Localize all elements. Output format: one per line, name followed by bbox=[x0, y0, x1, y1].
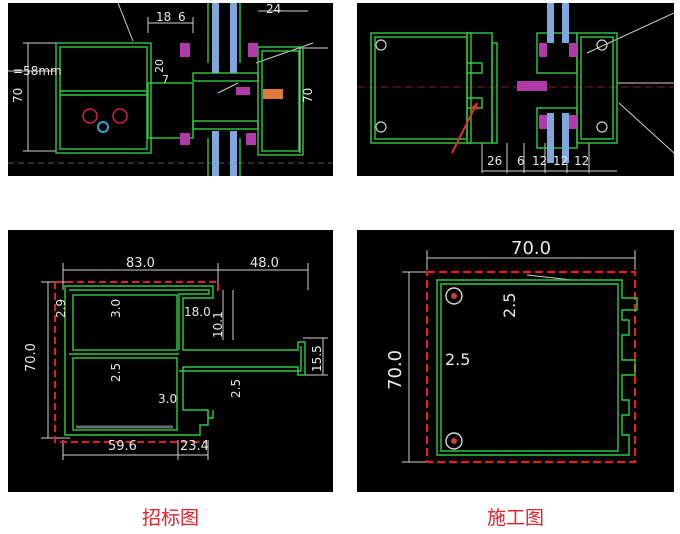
cad-drawing-bottom-right: 70.0 70.0 2.5 2.5 bbox=[385, 238, 638, 464]
dim-bl-15-5: 15.5 bbox=[310, 345, 324, 372]
dim-bl-2-5-right: 2.5 bbox=[229, 379, 243, 398]
cad-drawing-bottom-left: 83.0 48.0 70.0 2.9 3.0 18.0 10.1 2.5 2.5… bbox=[24, 256, 328, 460]
cad-panel-top-right: 26 6 12 12 12 bbox=[357, 3, 674, 176]
dim-bl-70: 70.0 bbox=[24, 343, 39, 372]
cad-drawing-top-left: 18 6 24 =58mm 70 70 20 7 bbox=[8, 3, 333, 176]
dim-top-left-70-left: 70 bbox=[11, 88, 25, 103]
dim-bl-23-4: 23.4 bbox=[180, 439, 209, 454]
dim-top-left-24: 24 bbox=[266, 3, 281, 16]
cad-drawing-top-right: 26 6 12 12 12 bbox=[357, 3, 674, 173]
dim-top-left-6: 6 bbox=[178, 10, 186, 24]
caption-tender-drawing: 招标图 bbox=[141, 507, 199, 529]
dim-top-left-7: 7 bbox=[162, 73, 169, 86]
dim-top-right-12a: 12 bbox=[532, 154, 547, 168]
dim-bl-10-1: 10.1 bbox=[211, 311, 225, 338]
dim-bl-48: 48.0 bbox=[250, 256, 279, 271]
cad-panel-top-left: 18 6 24 =58mm 70 70 20 7 bbox=[8, 3, 333, 176]
dim-br-wall-top: 2.5 bbox=[500, 293, 519, 318]
dim-bl-2-5-mid: 2.5 bbox=[109, 363, 123, 382]
dim-bl-3-0-low: 3.0 bbox=[158, 392, 177, 406]
dim-top-left-70-right: 70 bbox=[301, 88, 315, 103]
dim-top-left-18: 18 bbox=[156, 10, 171, 24]
dim-top-left-58mm: =58mm bbox=[13, 64, 62, 78]
dim-top-left-20: 20 bbox=[153, 59, 166, 73]
dim-top-right-26: 26 bbox=[487, 154, 502, 168]
dim-bl-59-6: 59.6 bbox=[108, 439, 137, 454]
dim-br-wall-left: 2.5 bbox=[445, 350, 470, 369]
dim-bl-18: 18.0 bbox=[184, 305, 211, 319]
dim-top-right-12c: 12 bbox=[574, 154, 589, 168]
dim-bl-83: 83.0 bbox=[126, 256, 155, 271]
dim-br-width-70: 70.0 bbox=[511, 238, 551, 259]
cad-panel-bottom-left: 83.0 48.0 70.0 2.9 3.0 18.0 10.1 2.5 2.5… bbox=[8, 230, 333, 492]
caption-construction-drawing: 施工图 bbox=[486, 507, 544, 529]
dim-top-right-6: 6 bbox=[517, 154, 525, 168]
dim-bl-3-0-top: 3.0 bbox=[109, 299, 123, 318]
dim-top-right-12b: 12 bbox=[553, 154, 568, 168]
dim-br-height-70: 70.0 bbox=[385, 350, 406, 390]
dim-bl-2-9: 2.9 bbox=[54, 299, 68, 318]
cad-panel-bottom-right: 70.0 70.0 2.5 2.5 bbox=[357, 230, 674, 492]
